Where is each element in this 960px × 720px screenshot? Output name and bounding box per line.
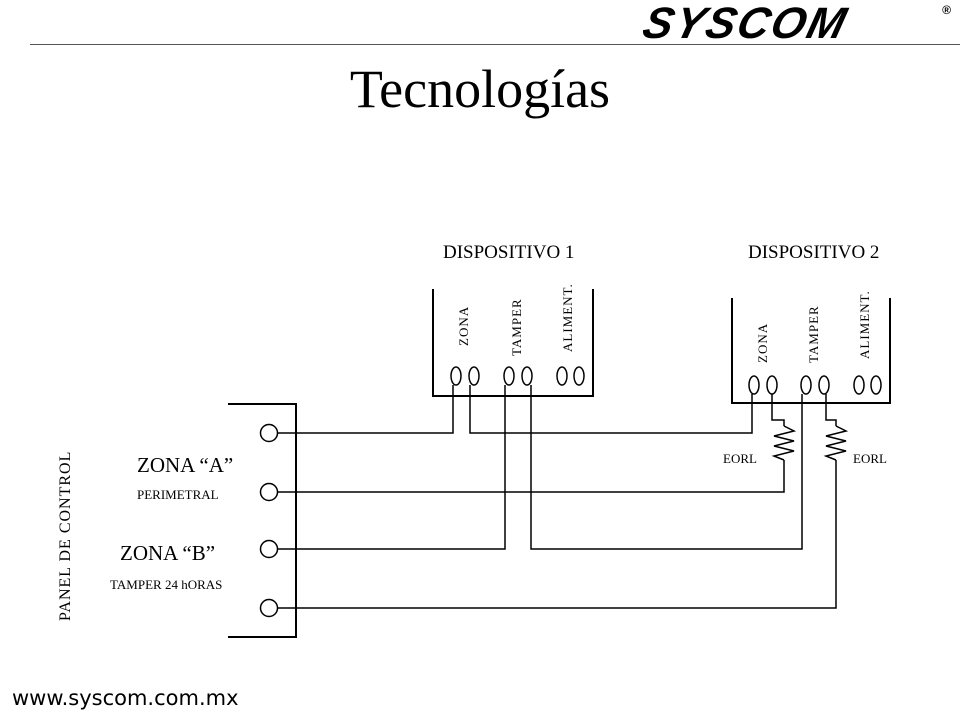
device1-aliment-terminal-2 — [573, 366, 585, 386]
device2-box — [731, 298, 891, 404]
wire-dev2-tamper-to-eorl — [825, 394, 837, 426]
device1-zona-label: ZONA — [456, 306, 471, 346]
wire-dev1-to-dev2-zona — [469, 385, 753, 434]
device2-tamper-terminal-2 — [818, 375, 830, 395]
page-title: Tecnologías — [349, 59, 611, 119]
panel-terminal-4 — [259, 598, 279, 618]
device2-tamper-terminal-1 — [800, 375, 812, 395]
zone-a-label: ZONA “A” — [137, 453, 233, 477]
wire-dev2-zona-to-eorl — [771, 394, 785, 426]
wire-perimetral-to-eorl — [278, 460, 785, 493]
registered-mark: ® — [942, 3, 951, 17]
device2-title: DISPOSITIVO 2 — [748, 242, 879, 263]
panel-terminal-3 — [259, 539, 279, 559]
eorl-left-resistor — [771, 425, 797, 461]
device1-zona-terminal-1 — [450, 366, 462, 386]
logo-text: SYSCOM — [638, 0, 853, 42]
device1-tamper-terminal-1 — [503, 366, 515, 386]
device2-tamper-label: TAMPER — [806, 305, 821, 363]
footer-url[interactable]: www.syscom.com.mx — [12, 686, 239, 710]
zone-b-sublabel: TAMPER 24 hORAS — [110, 577, 222, 592]
device2-zona-terminal-1 — [748, 375, 760, 395]
device1-title: DISPOSITIVO 1 — [443, 242, 574, 263]
syscom-logo: SYSCOM ® — [638, 0, 951, 42]
device2-zona-terminal-2 — [766, 375, 778, 395]
device2-aliment-label: ALIMENT. — [857, 290, 872, 359]
eorl-right-resistor — [823, 425, 849, 461]
panel-label: PANEL DE CONTROL — [57, 451, 74, 621]
zone-a-sublabel: PERIMETRAL — [137, 487, 219, 502]
device1-box — [432, 289, 594, 397]
zone-b-label: ZONA “B” — [120, 541, 215, 565]
panel-terminal-2 — [259, 482, 279, 502]
device1-aliment-label: ALIMENT. — [560, 283, 575, 352]
eorl-right-label: EORL — [853, 451, 887, 466]
eorl-left-label: EORL — [723, 451, 757, 466]
device2-aliment-terminal-2 — [870, 375, 882, 395]
wire-zone-a-to-dev1 — [278, 385, 454, 434]
device1-tamper-label: TAMPER — [509, 298, 524, 356]
panel-box — [228, 403, 297, 638]
device1-tamper-terminal-2 — [521, 366, 533, 386]
wire-zone-b-to-dev1-tamper — [278, 385, 506, 550]
header-rule — [30, 44, 960, 45]
wire-dev1-tamper-to-dev2 — [530, 385, 803, 550]
device1-aliment-terminal-1 — [556, 366, 568, 386]
device1-zona-terminal-2 — [468, 366, 480, 386]
panel-terminal-1 — [259, 423, 279, 443]
wire-tamper24-to-eorl — [278, 460, 837, 609]
device2-aliment-terminal-1 — [853, 375, 865, 395]
device2-zona-label: ZONA — [755, 323, 770, 363]
